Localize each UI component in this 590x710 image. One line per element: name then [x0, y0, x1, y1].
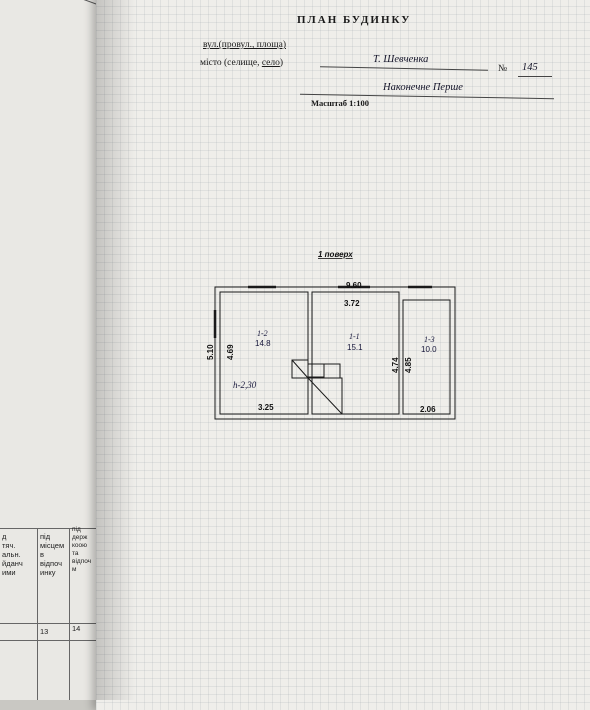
table-col-line — [37, 528, 38, 700]
dim-bottom-left: 3.25 — [258, 403, 274, 412]
table-row-line — [0, 640, 100, 641]
table-col-line — [69, 528, 70, 700]
number-value: 145 — [522, 62, 538, 73]
room-1-1-area: 15.1 — [347, 343, 363, 352]
room-1-1-id: 1-1 — [349, 332, 360, 341]
room-1-2-area: 14.8 — [255, 339, 271, 348]
dim-left-inner: 4.69 — [226, 344, 235, 360]
floor-label: 1 поверх — [318, 250, 353, 259]
floor-plan: 1 поверх 9.60 3.72 5.10 4.69 4.74 4.85 3… — [206, 250, 456, 420]
room-1-3-id: 1-3 — [424, 335, 435, 344]
room-1-3-area: 10.0 — [421, 345, 437, 354]
table-col-number-14: 14 — [72, 624, 81, 633]
dim-bottom-right: 2.06 — [420, 405, 436, 414]
room-1-2-outline — [219, 291, 309, 415]
back-page-table: д тяч. альн. йданч ими під місцем в відп… — [0, 526, 100, 700]
dim-top-total: 9.60 — [346, 281, 362, 290]
street-value: Т. Шевченка — [373, 54, 429, 65]
street-label: вул.(провул., площа) — [203, 40, 286, 50]
table-header-col2: під місцем в відпоч инку — [40, 532, 65, 577]
dim-mid-right: 4.74 — [391, 357, 400, 373]
ceiling-height-note: h-2,30 — [233, 380, 257, 390]
stove-block — [307, 363, 325, 378]
room-1-2-id: 1-2 — [257, 329, 268, 338]
table-row-line — [0, 623, 100, 624]
table-header-col1: д тяч. альн. йданч ими — [2, 532, 23, 577]
table-top-line — [0, 528, 100, 529]
stair-step-lines — [324, 363, 341, 378]
scale-label: Масштаб 1:100 — [311, 98, 369, 108]
dim-left-outer: 5.10 — [206, 344, 215, 360]
dim-top-inner: 3.72 — [344, 299, 360, 308]
stair-lines — [291, 359, 343, 415]
room-1-1-outline — [311, 291, 400, 415]
page-title: ПЛАН БУДИНКУ — [297, 14, 412, 26]
plan-sheet — [96, 0, 590, 710]
room-1-3-outline — [402, 299, 451, 415]
city-value: Наконечне Перше — [383, 82, 463, 93]
dim-right-inner: 4.85 — [404, 357, 413, 373]
table-col-number-13: 13 — [40, 627, 49, 636]
table-header-col3: під держ коою та відпоч м — [72, 526, 92, 573]
number-underline — [518, 76, 552, 77]
number-label: № — [498, 64, 508, 74]
outer-wall-outline — [214, 286, 456, 420]
city-label: місто (селище, село) — [200, 58, 284, 68]
